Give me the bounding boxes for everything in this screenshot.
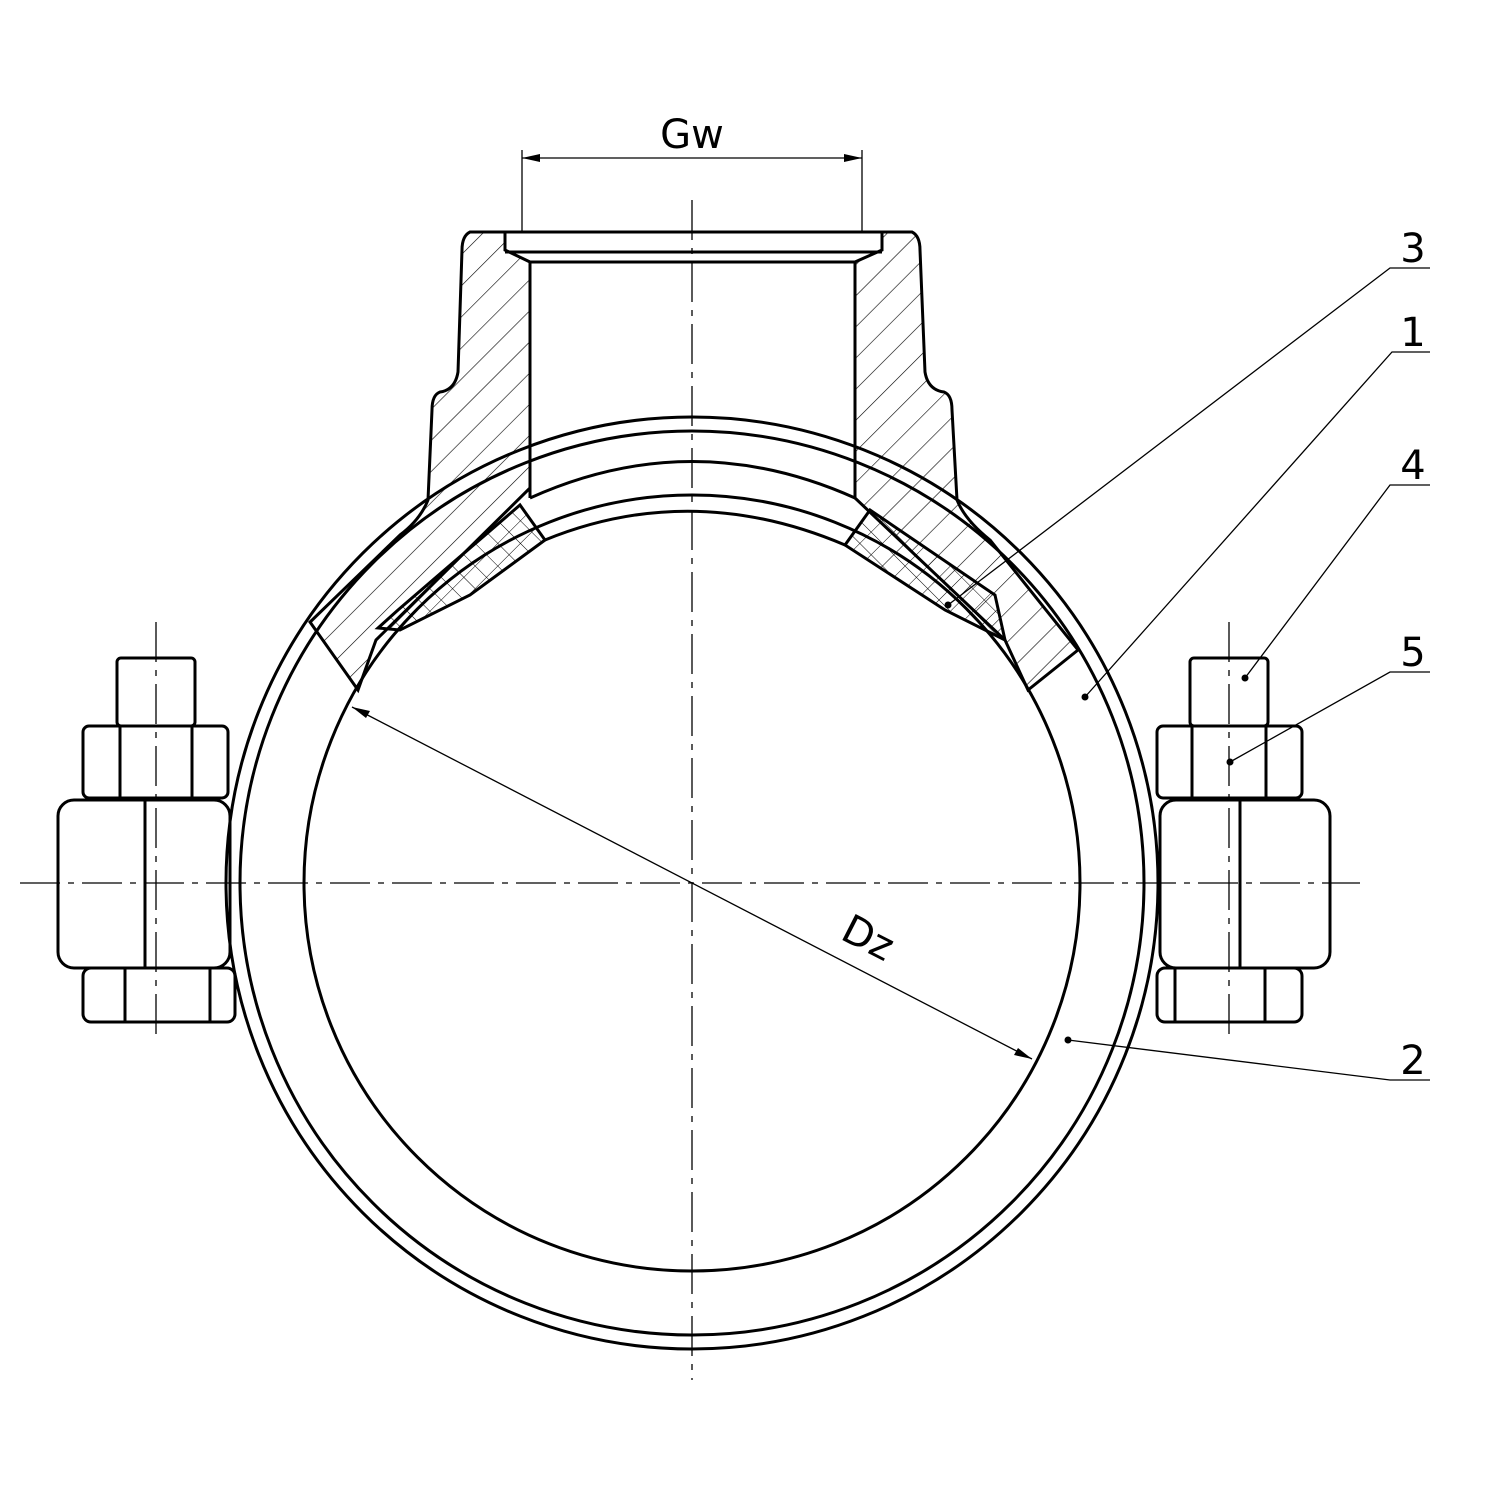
- balloon-3: 3: [944, 226, 1430, 609]
- svg-text:2: 2: [1400, 1038, 1425, 1084]
- bolt-left: [56, 656, 237, 1024]
- svg-text:4: 4: [1400, 443, 1425, 489]
- outlet-section-left: [308, 230, 532, 694]
- svg-text:3: 3: [1400, 226, 1425, 272]
- balloon-4: 4: [1241, 443, 1430, 682]
- outlet-bore: [505, 230, 882, 547]
- balloon-5: 5: [1226, 630, 1430, 766]
- svg-text:5: 5: [1400, 630, 1425, 676]
- balloon-1: 1: [1081, 310, 1430, 701]
- bolt-right: [1155, 656, 1332, 1024]
- nut-left-bottom: [81, 966, 237, 1024]
- gw-label: Gw: [660, 112, 724, 158]
- seal-right: [842, 507, 1008, 643]
- lug-right: [1158, 798, 1332, 970]
- outlet-section-right: [853, 230, 1081, 693]
- balloon-2: 2: [1064, 1036, 1430, 1084]
- svg-text:1: 1: [1400, 310, 1425, 356]
- gw-dimension: Gw: [521, 112, 863, 232]
- dz-label: Dz: [834, 906, 901, 971]
